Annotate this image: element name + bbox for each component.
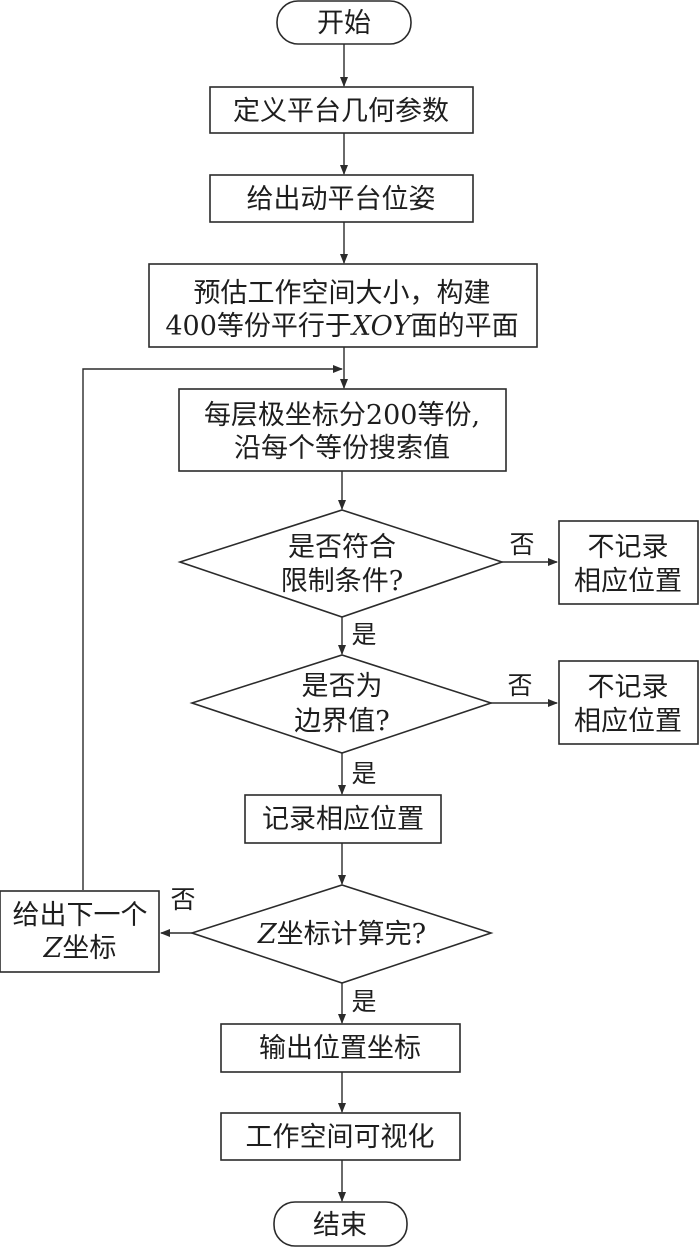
output-coords-label: 输出位置坐标: [259, 1033, 421, 1064]
next-z-line-1: 给出下一个: [13, 900, 148, 931]
polar-line-1: 每层极坐标分200等份,: [204, 400, 480, 431]
polar-line-2: 沿每个等份搜索值: [234, 433, 450, 464]
no-record-node-1: 不记录 相应位置: [558, 520, 699, 605]
decision3-no-label: 否: [170, 885, 195, 914]
decision2-line-2: 边界值?: [294, 706, 389, 737]
give-pose-label: 给出动平台位姿: [247, 184, 436, 215]
estimate-line-2-prefix: 400等份平行于: [165, 311, 352, 342]
estimate-line-2: 400等份平行于XOY面的平面: [165, 311, 518, 342]
no-record-1-line-1: 不记录: [588, 532, 669, 563]
define-params-node: 定义平台几何参数: [209, 86, 474, 134]
next-z-node: 给出下一个 Z坐标: [0, 890, 160, 973]
record-position-label: 记录相应位置: [262, 804, 424, 835]
estimate-line-2-suffix: 面的平面: [411, 311, 519, 342]
estimate-workspace-node: 预估工作空间大小，构建 400等份平行于XOY面的平面: [148, 263, 538, 348]
decision-constraints: 是否符合 限制条件?: [177, 509, 505, 618]
loop-back-arrow: [82, 365, 343, 890]
visualize-node: 工作空间可视化: [220, 1112, 461, 1161]
start-label: 开始: [317, 8, 371, 39]
decision3-suffix: 坐标计算完?: [277, 919, 426, 950]
decision1-no-label: 否: [509, 530, 534, 559]
decision2-no-label: 否: [507, 671, 532, 700]
decision-boundary: 是否为 边界值?: [189, 654, 494, 754]
visualize-label: 工作空间可视化: [246, 1122, 435, 1153]
no-record-1-line-2: 相应位置: [574, 566, 682, 597]
end-node: 结束: [273, 1201, 408, 1247]
next-z-line-2-suffix: 坐标: [62, 933, 116, 964]
decision3-italic: Z: [257, 919, 278, 950]
estimate-line-1: 预估工作空间大小，构建: [194, 278, 491, 309]
output-coords-node: 输出位置坐标: [220, 1023, 461, 1073]
next-z-line-2: Z坐标: [43, 933, 117, 964]
polar-division-node: 每层极坐标分200等份, 沿每个等份搜索值: [178, 388, 507, 472]
next-z-line-2-italic: Z: [43, 933, 64, 964]
decision3-label: Z坐标计算完?: [257, 919, 426, 950]
define-params-label: 定义平台几何参数: [233, 96, 449, 127]
decision2-yes-label: 是: [351, 759, 376, 788]
record-position-node: 记录相应位置: [244, 794, 442, 844]
decision1-yes-label: 是: [351, 620, 376, 649]
no-record-node-2: 不记录 相应位置: [558, 660, 699, 745]
start-node: 开始: [276, 0, 412, 45]
give-pose-node: 给出动平台位姿: [209, 174, 474, 223]
decision3-yes-label: 是: [351, 987, 376, 1016]
decision1-line-2: 限制条件?: [281, 566, 403, 597]
decision-z-complete: Z坐标计算完?: [189, 884, 494, 984]
decision1-line-1: 是否符合: [288, 532, 396, 563]
no-record-2-line-1: 不记录: [588, 672, 669, 703]
decision2-line-1: 是否为: [302, 671, 383, 702]
end-label: 结束: [313, 1210, 367, 1241]
estimate-line-2-italic: XOY: [350, 311, 413, 342]
no-record-2-line-2: 相应位置: [574, 706, 682, 737]
